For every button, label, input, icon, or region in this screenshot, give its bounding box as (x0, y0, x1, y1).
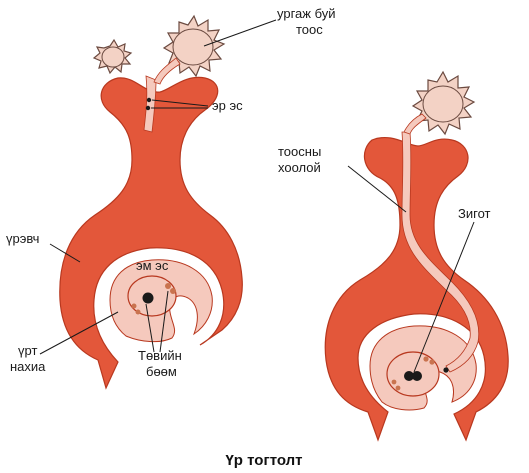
label-zygote: Зигот (458, 206, 491, 221)
label-central-nuclei-line1: Төвийн (138, 348, 182, 363)
label-stigma: үрэвч (6, 231, 39, 246)
label-central-nuclei-line2: бөөм (146, 364, 177, 379)
small-pollen-inner (102, 47, 124, 67)
left-sperm-1 (147, 98, 151, 102)
left-sperm-2 (146, 106, 150, 110)
right-antipodal-1 (392, 380, 397, 385)
left-central-nucleus-2 (170, 288, 176, 294)
label-ovary-wall-line2: нахиа (10, 359, 46, 374)
label-sperm: эр эс (212, 98, 243, 113)
germinating-pollen-inner (173, 29, 213, 65)
germinating-pollen-tube-start (154, 58, 180, 84)
right-tube-nucleus (443, 367, 448, 372)
right-central-nucleus-1 (423, 356, 428, 361)
label-pollen-grain-line2: тоос (296, 22, 323, 37)
figure-caption: Үр тогтолт (225, 452, 302, 469)
right-antipodal-2 (396, 386, 401, 391)
left-pistil (60, 76, 243, 388)
left-antipodal-1 (132, 304, 137, 309)
label-ovary-wall-line1: үрт (18, 343, 37, 358)
left-central-nucleus-1 (165, 283, 171, 289)
label-egg: эм эс (136, 258, 169, 273)
right-central-nucleus-2 (429, 359, 434, 364)
right-pollen-inner (423, 86, 463, 122)
left-antipodal-2 (136, 310, 141, 315)
right-pistil (325, 132, 508, 440)
label-pollen-grain-line1: ургаж буй (277, 6, 336, 21)
left-egg-nucleus (143, 293, 154, 304)
label-pollen-tube-line1: тоосны (278, 144, 321, 159)
right-pollen-tube-start (404, 114, 426, 134)
label-pollen-tube-line2: хоолой (278, 160, 321, 175)
zygote-nucleus-2 (412, 371, 422, 381)
